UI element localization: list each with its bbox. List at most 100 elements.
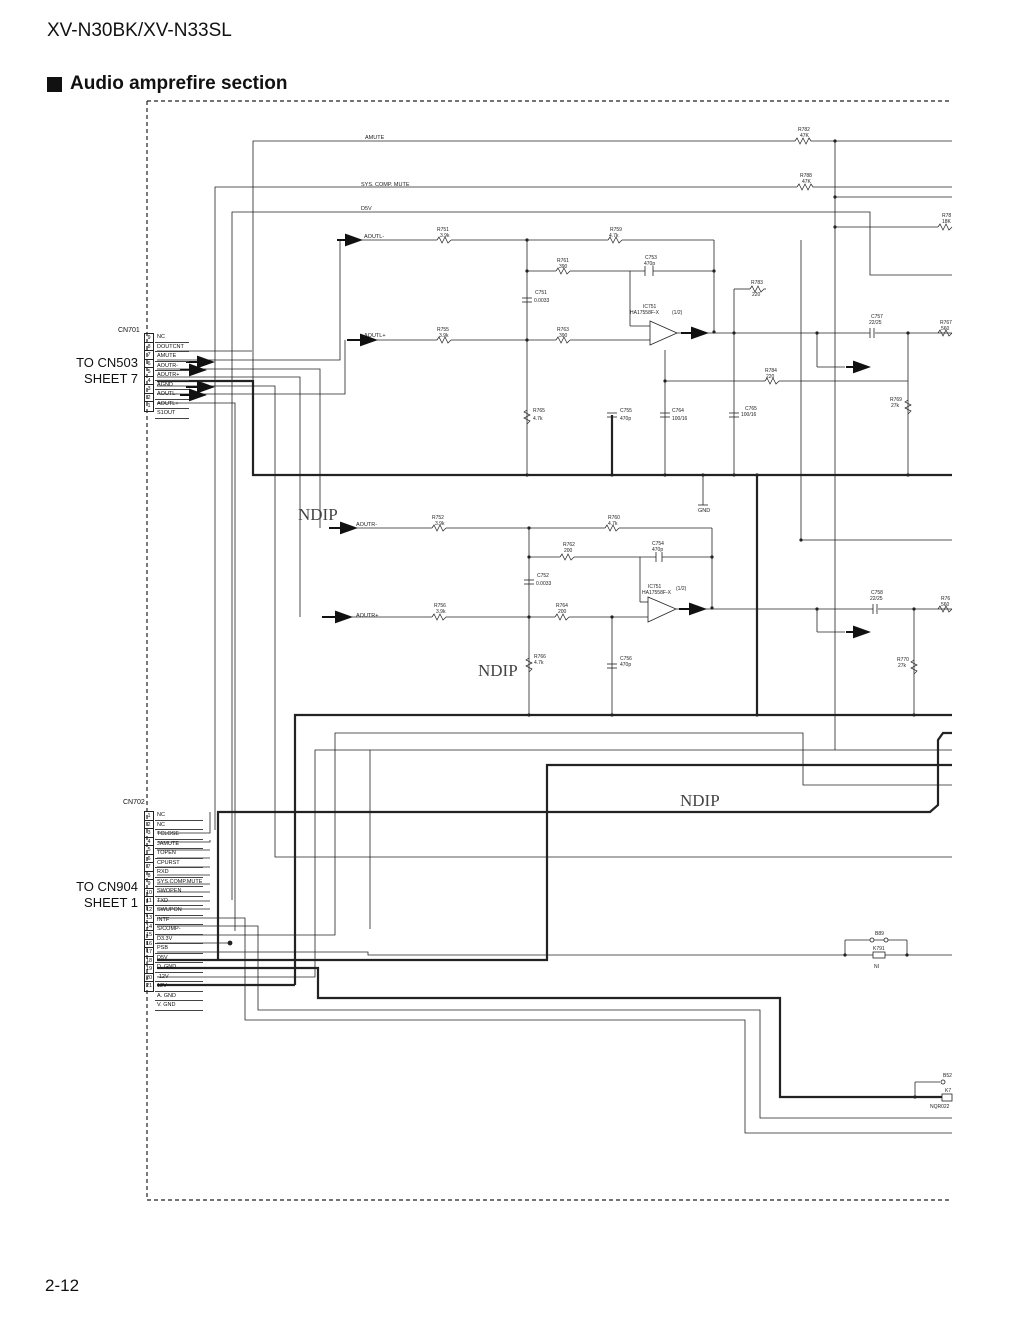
- cn702-signal: CPURST: [155, 859, 203, 868]
- r763-value: 390: [559, 333, 568, 339]
- ndip-label-2: NDIP: [478, 661, 518, 680]
- cn701-signal: AOUTL-: [155, 390, 189, 400]
- cn701-destination-line2: SHEET 7: [84, 371, 138, 386]
- c753-value: 470p: [644, 261, 655, 267]
- cn702-pin: 14: [145, 923, 153, 931]
- control-lines: [214, 140, 952, 900]
- c756-value: 470p: [620, 662, 631, 668]
- square-bullet-icon: [47, 76, 62, 92]
- left-channel-circuit: [360, 239, 952, 541]
- r752-ref: R752: [432, 515, 444, 521]
- cn701-destination-line1: TO CN503: [76, 355, 138, 370]
- r76x-ref: R76: [941, 596, 950, 602]
- r783-value: 220: [752, 292, 761, 298]
- cn702-signal: INTF: [155, 916, 203, 925]
- r78x-value: 18K: [942, 219, 952, 225]
- net-label-d5v: D5V: [361, 206, 372, 212]
- ic751b-ref: IC751: [648, 584, 662, 590]
- cn702-pin: 4: [145, 838, 153, 846]
- r760-ref: R760: [608, 515, 620, 521]
- r788-value: 47K: [802, 179, 812, 185]
- r765-value: 4.7k: [533, 416, 543, 422]
- c751-ref: C751: [535, 290, 547, 296]
- k791-ref: K791: [873, 946, 885, 952]
- ndip-label-3: NDIP: [680, 791, 720, 810]
- cn702-signal: NC: [155, 811, 203, 821]
- c751-value: 0.0033: [534, 298, 550, 304]
- cn702-signal: D3.3V: [155, 935, 203, 944]
- cn702-signal: V. GND: [155, 1001, 203, 1011]
- cn702-wires: [157, 732, 953, 1134]
- r761-value: 390: [559, 264, 568, 270]
- r755-ref: R755: [437, 327, 449, 333]
- cn702-pin: 5: [145, 846, 153, 855]
- c765-ref: C765: [745, 406, 757, 412]
- cn702-pin: 13: [145, 915, 153, 923]
- ic751a-part: HA17558F-X: [630, 310, 660, 316]
- r763-ref: R763: [557, 327, 569, 333]
- cn702-pin: 8: [145, 872, 153, 880]
- r767-value: 560: [941, 326, 950, 332]
- k7-value: NQR022: [930, 1104, 950, 1110]
- r762-value: 200: [564, 548, 573, 554]
- cn702-pin: 20: [145, 974, 153, 982]
- cn702-pin: 19: [145, 966, 153, 974]
- cn702-pin: 3: [145, 829, 153, 838]
- r782-ref: R782: [798, 127, 810, 133]
- cn702-signal-list: NC NC TCLOSE JAMUTE TOPEN CPURST RXD SYS…: [155, 811, 203, 1011]
- r766-ref: R766: [534, 654, 546, 660]
- r762-ref: R762: [563, 542, 575, 548]
- r784-value: 220: [766, 374, 775, 380]
- cn702-signal: TXD: [155, 897, 203, 906]
- cn701-signal: NC: [155, 333, 189, 343]
- r766-value: 4.7k: [534, 660, 544, 666]
- c764-ref: C764: [672, 408, 684, 414]
- c753-ref: C753: [645, 255, 657, 261]
- cn702-pin-block: 1 2 3 4 5 6 7 8 9 10 11 12 13 14 15 16 1…: [144, 811, 154, 992]
- cn702-signal: SWOPEN: [155, 887, 203, 897]
- component-labels: R782 47K R788 47K R78 18K R751 3.9k R759…: [432, 127, 952, 1110]
- cn702-signal: SWUPON: [155, 906, 203, 916]
- r759-ref: R759: [610, 227, 622, 233]
- cn701-pin: 1: [147, 403, 151, 409]
- cn701-signal: AMUTE: [155, 352, 189, 362]
- cn702-signal: -12V: [155, 973, 203, 982]
- cn701-pin: 7: [145, 351, 153, 360]
- cn701-signal: AOUTL+: [155, 400, 189, 409]
- resistor-symbols: [431, 137, 953, 675]
- r788-ref: R788: [800, 173, 812, 179]
- b52-ref: B52: [943, 1073, 952, 1079]
- r78x-ref: R78: [942, 213, 951, 219]
- r756-ref: R756: [434, 603, 446, 609]
- cn701-pin: 4: [145, 377, 153, 385]
- cn702-pin: 1: [145, 812, 153, 821]
- cn702-pin: 16: [145, 940, 153, 948]
- signal-arrows: [180, 233, 871, 639]
- cn701-wires: [157, 240, 952, 931]
- b89-ref: B89: [875, 931, 884, 937]
- cn701-signal: AGND: [155, 381, 189, 390]
- k7-ref: K7: [945, 1088, 951, 1094]
- cn702-signal: PSB: [155, 944, 203, 954]
- cn702-signal: 12V: [155, 982, 203, 992]
- c755-value: 470p: [620, 416, 631, 422]
- board-outline: [146, 100, 952, 1201]
- ic751a-ref: IC751: [643, 304, 657, 310]
- cn701-pin-block: 9 8 7 6 5 4 3 2 1: [144, 333, 154, 412]
- cn702-pin: 9: [145, 880, 153, 889]
- cn701-pin: 2: [145, 394, 153, 402]
- model-number: XV-N30BK/XV-N33SL: [47, 20, 232, 41]
- ground-bus: [157, 379, 952, 1099]
- cn701-pin: 9: [145, 334, 153, 343]
- c758-ref: C758: [871, 590, 883, 596]
- cn702-name: CN702: [123, 799, 145, 806]
- r760-value: 4.7k: [608, 521, 618, 527]
- c758-value: 22/25: [870, 596, 883, 602]
- cn702-pin: 21: [145, 983, 153, 989]
- cn702-pin: 6: [145, 855, 153, 863]
- c754-value: 470p: [652, 547, 663, 553]
- section-title: Audio amprefire section: [70, 73, 288, 94]
- net-label-aoutr-minus: AOUTR-: [356, 522, 377, 528]
- cn701-signal: AOUTR-: [155, 362, 189, 371]
